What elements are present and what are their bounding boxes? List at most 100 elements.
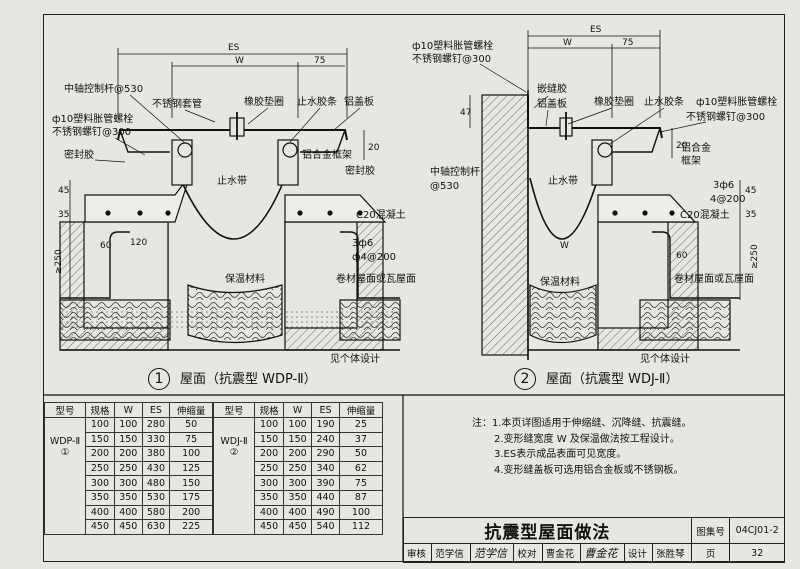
d1-dim-60: 60 [100, 241, 112, 251]
table-cell: 50 [338, 446, 384, 462]
table-cell: 350 [113, 489, 143, 506]
wdp-structure [59, 112, 401, 351]
d1-label-sealant: 密封胶 [64, 148, 94, 161]
drawing2-number: 2 [514, 368, 536, 390]
d1-label-rod: 中轴控制杆@530 [64, 82, 143, 95]
table-cell: 75 [338, 475, 384, 491]
title-block: 抗震型屋面做法 图集号 04CJ01-2 审核 范学信 范学信 校对 曹金花 曹… [402, 517, 785, 563]
model-name: WDP-Ⅱ [49, 436, 81, 447]
drawing1-caption-text: 屋面（抗震型 WDP-Ⅱ） [180, 372, 317, 387]
table-cell: 250 [113, 460, 143, 477]
table-cell: 100 [113, 417, 143, 433]
table-cell: 87 [338, 489, 384, 506]
drawing2-caption-text: 屋面（抗震型 WDJ-Ⅱ） [546, 372, 679, 387]
table-cell: 100 [283, 417, 313, 433]
th-model: 型号 [44, 402, 86, 418]
th-stretch: 伸缩量 [169, 402, 213, 418]
model-mark: ② [229, 447, 239, 458]
drawing1-caption: 1 屋面（抗震型 WDP-Ⅱ） [148, 368, 317, 390]
d2-label-bolt-top: ф10塑料胀管螺栓 [412, 39, 493, 52]
table-cell: 430 [141, 460, 171, 477]
th-w: W [283, 402, 313, 418]
table-cell: 530 [141, 489, 171, 506]
table-cell: 190 [311, 417, 340, 433]
d1-label-rubber-pad: 橡胶垫圈 [244, 95, 284, 108]
table-cell: 112 [338, 519, 384, 535]
d2-dim-w: W [563, 38, 572, 48]
th-spec: 规格 [253, 402, 285, 418]
table-cell: 450 [85, 519, 115, 535]
d1-dim-120: 120 [130, 238, 147, 248]
d1-dim-45: 45 [58, 186, 69, 196]
table-cell: 450 [253, 519, 285, 535]
th-es: ES [141, 402, 171, 418]
d2-label-rebar1: 3ф6 [713, 180, 734, 191]
table-cell: 400 [253, 504, 285, 521]
table-cell: 150 [85, 431, 115, 448]
drawing1-number: 1 [148, 368, 170, 390]
th-w: W [113, 402, 143, 418]
table-cell: 250 [253, 460, 285, 477]
d1-label-rebar2: ф4@200 [352, 252, 396, 263]
d2-label-frame-b: 框架 [681, 154, 701, 167]
table-cell: 225 [169, 519, 213, 535]
table-cell: 100 [169, 446, 213, 462]
left-curb [84, 174, 191, 223]
d1-dim-75: 75 [314, 56, 325, 66]
note-2: 2.变形缝宽度 W 及保温做法按工程设计。 [494, 433, 680, 445]
d2-label-water-strip: 止水胶条 [644, 95, 684, 108]
d2-dim-75: 75 [622, 38, 633, 48]
d1-label-frame: 铝合金框架 [302, 148, 352, 161]
page-label: 页 [690, 543, 731, 563]
d1-label-bolt: ф10塑料胀管螺栓 [52, 112, 133, 125]
checker-name: 曹金花 [541, 543, 582, 563]
table-cell: 175 [169, 489, 213, 506]
d1-dim-35: 35 [58, 210, 69, 220]
d1-label-rebar1: 3ф6 [352, 238, 373, 249]
reviewer-signature: 范学信 [469, 543, 515, 563]
wdj-structure [481, 90, 740, 360]
insulation-infill [187, 284, 283, 344]
table-cell: 350 [283, 489, 313, 506]
table-cell: 350 [85, 489, 115, 506]
page-number: 32 [729, 543, 785, 563]
th-spec: 规格 [85, 402, 115, 418]
table-cell: 300 [113, 475, 143, 491]
table-cell: 25 [338, 417, 384, 433]
note-3: 3.ES表示成品表面可见宽度。 [494, 449, 627, 460]
d2-label-insulation: 保温材料 [540, 275, 580, 288]
table-cell: 300 [283, 475, 313, 491]
d2-label-rod-b: @530 [430, 181, 459, 192]
d1-label-sealant-right: 密封胶 [345, 164, 375, 177]
d2-dim-250: ≥250 [750, 244, 760, 269]
table-cell: 440 [311, 489, 340, 506]
water-belt [179, 177, 286, 240]
table-cell: 630 [141, 519, 171, 535]
d2-dim-20: 20 [676, 141, 688, 151]
table-cell: 100 [338, 504, 384, 521]
d2-dim-47: 47 [460, 108, 471, 118]
d1-label-see-design: 见个体设计 [330, 352, 380, 365]
d2-dim-es: ES [590, 25, 602, 35]
d2-dim-35: 35 [745, 210, 756, 220]
table-cell: 200 [253, 446, 285, 462]
d2-label-frame-a: 铝合金 [681, 141, 711, 154]
side-wall-hatch [481, 94, 529, 356]
table-cell: 75 [169, 431, 213, 448]
table-cell: 490 [311, 504, 340, 521]
d2-label-screw-top: 不锈钢螺钉@300 [412, 52, 491, 65]
d1-dim-250: ≥250 [54, 249, 64, 274]
drawing-title: 抗震型屋面做法 [403, 517, 692, 544]
table-cell: 400 [85, 504, 115, 521]
